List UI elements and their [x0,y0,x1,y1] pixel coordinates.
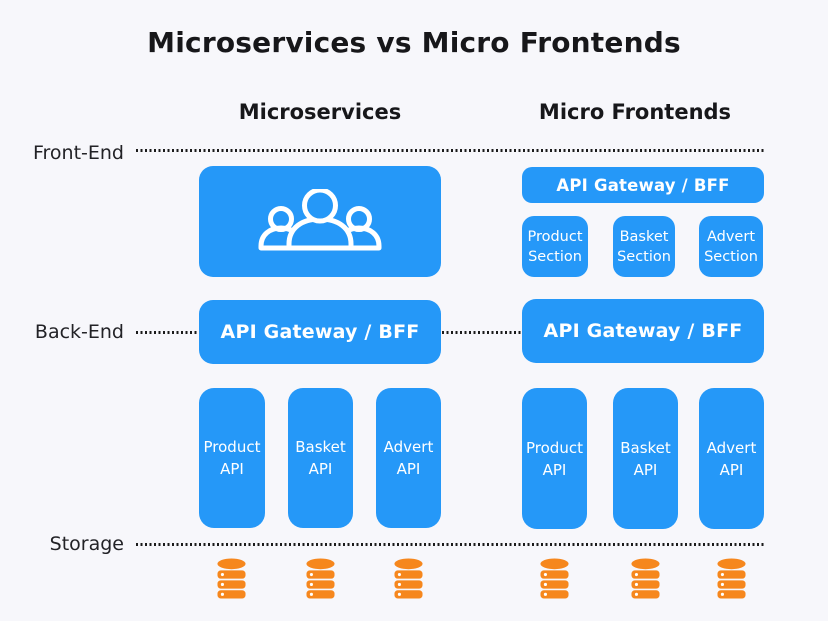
micro-frontends-product-api-box: Product API [522,388,587,529]
micro-frontends-basket-section-box: Basket Section [613,216,675,277]
database-icon [629,557,662,602]
users-group-icon [258,187,382,255]
layer-label-back-end: Back-End [34,321,124,343]
api-box-label-line2: API [396,460,421,478]
storage-divider-line [136,543,765,546]
column-header-microservices: Microservices [238,100,402,124]
layer-label-front-end: Front-End [32,142,124,164]
front-end-divider-line [136,149,765,152]
database-icon [304,557,337,602]
micro-frontends-top-gateway-box: API Gateway / BFF [522,167,764,203]
api-box-label-line1: Advert [706,438,757,457]
section-box-label-line2: Section [704,248,758,265]
api-box-label-line2: API [633,460,658,479]
api-box-label-line1: Product [526,438,583,457]
api-box-label-line1: Product [203,438,261,456]
api-box-label-line1: Advert [383,438,434,456]
micro-frontends-gateway-box: API Gateway / BFF [522,299,764,363]
database-icon [215,557,248,602]
section-box-label-line1: Advert [706,228,756,245]
micro-frontends-advert-api-box: Advert API [699,388,764,529]
section-box-label-line2: Section [528,248,582,265]
api-box-label-line1: Basket [620,438,671,457]
micro-frontends-advert-section-box: Advert Section [699,216,763,277]
database-icon [538,557,571,602]
section-box-label-line2: Section [617,248,671,265]
microservices-product-api-box: Product API [199,388,265,528]
api-box-label-line2: API [220,460,244,478]
api-box-label-line1: Basket [295,438,346,456]
micro-frontends-product-section-box: Product Section [522,216,588,277]
microservices-frontend-box [199,166,441,277]
page-title: Microservices vs Micro Frontends [147,26,681,59]
api-box-label-line2: API [542,460,567,479]
microservices-advert-api-box: Advert API [376,388,441,528]
microservices-basket-api-box: Basket API [288,388,353,528]
column-header-micro-frontends: Micro Frontends [538,100,732,124]
section-box-label-line1: Basket [619,228,669,245]
micro-frontends-basket-api-box: Basket API [613,388,678,529]
api-box-label-line2: API [308,460,333,478]
layer-label-storage: Storage [49,533,124,555]
back-end-divider-line [136,331,765,334]
microservices-gateway-box: API Gateway / BFF [199,300,441,364]
database-icon [715,557,748,602]
database-icon [392,557,425,602]
api-box-label-line2: API [719,460,744,479]
section-box-label-line1: Product [527,228,583,245]
